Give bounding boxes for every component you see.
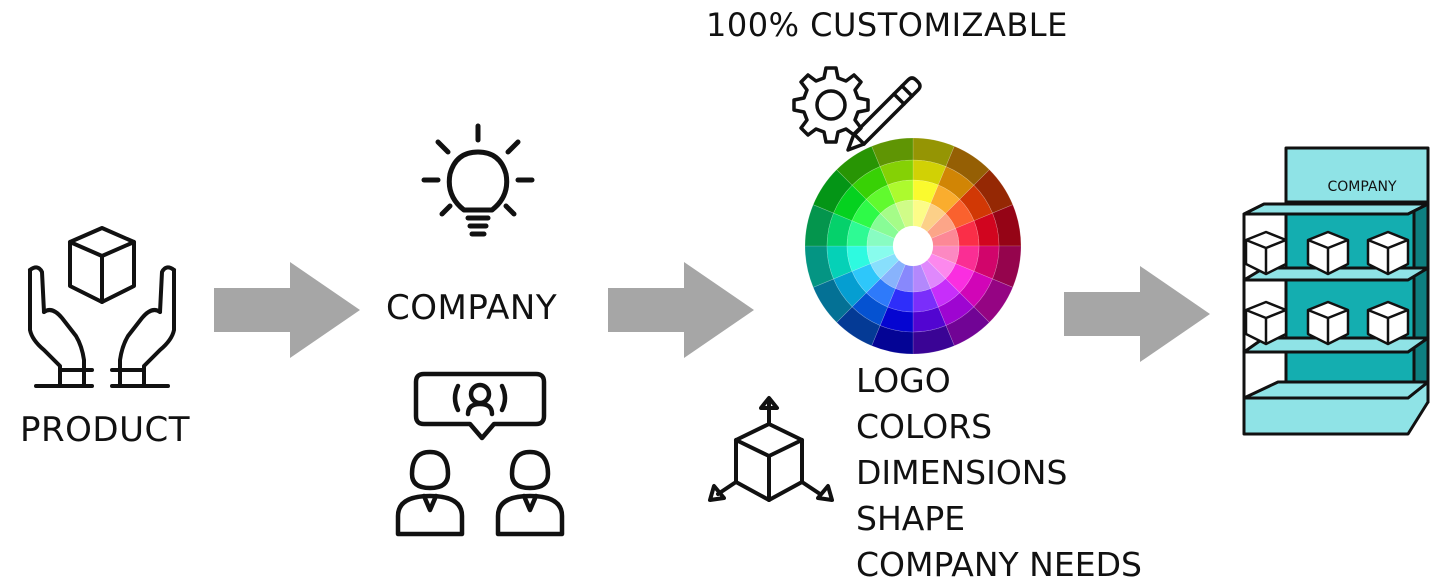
arrow-right-icon <box>214 262 360 358</box>
option-company-needs: COMPANY NEEDS <box>856 545 1142 584</box>
option-shape: SHAPE <box>856 499 966 538</box>
color-wheel-icon <box>804 137 1022 355</box>
arrow-right-icon <box>608 262 754 358</box>
option-dimensions: DIMENSIONS <box>856 453 1068 492</box>
company-label: COMPANY <box>386 288 558 328</box>
gear-pencil-icon <box>792 66 922 152</box>
option-colors: COLORS <box>856 407 993 446</box>
dimensions-cube-icon <box>708 396 834 502</box>
product-label: PRODUCT <box>20 410 190 450</box>
arrow-right-icon <box>1064 266 1210 362</box>
lightbulb-icon <box>421 123 535 237</box>
customization-options-list: LOGO COLORS DIMENSIONS SHAPE COMPANY NEE… <box>856 358 1142 588</box>
customizable-title: 100% CUSTOMIZABLE <box>706 6 1068 44</box>
option-logo: LOGO <box>856 361 951 400</box>
display-sign-text: COMPANY <box>1327 179 1396 195</box>
display-shelf-icon: COMPANY <box>1242 146 1430 436</box>
hands-box-icon <box>28 226 176 388</box>
team-meeting-icon <box>395 371 565 537</box>
